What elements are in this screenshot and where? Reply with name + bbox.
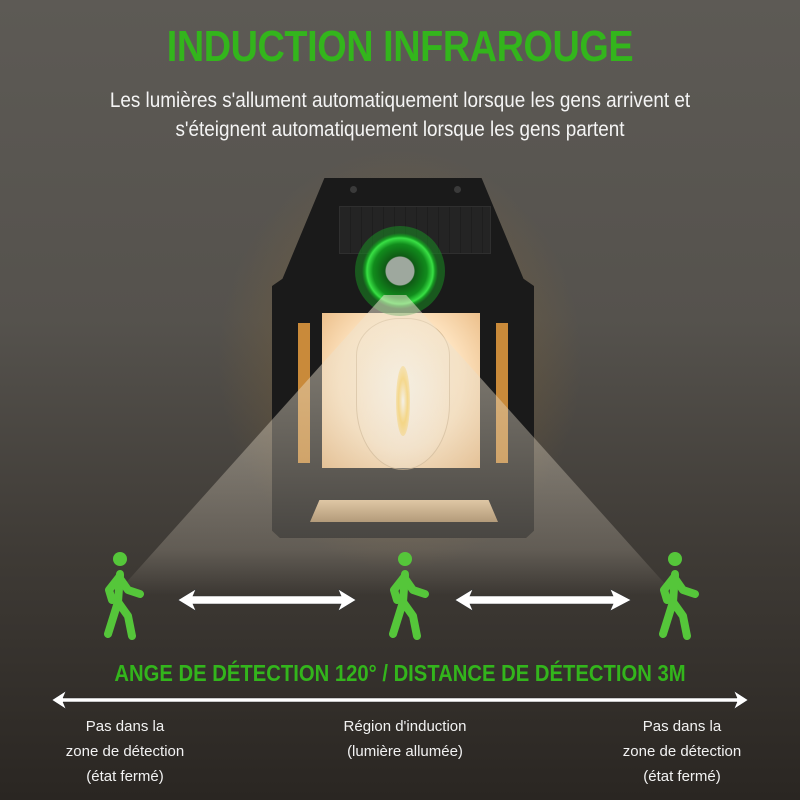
zone-line: (état fermé)	[643, 768, 721, 785]
zone-line: Région d'induction	[343, 718, 467, 735]
description-line-1: Les lumières s'allument automatiquement …	[109, 89, 691, 112]
person-walking-icon	[389, 552, 429, 640]
double-arrow-icon	[178, 589, 356, 611]
zone-line: (état fermé)	[86, 768, 164, 785]
double-arrow-icon	[455, 589, 631, 611]
zone-line: Pas dans la	[85, 718, 165, 735]
zone-induction: Région d'induction (lumière allumée)	[305, 714, 505, 764]
zone-line: (lumière allumée)	[347, 743, 463, 760]
page-title: INDUCTION INFRAROUGE	[166, 22, 634, 71]
lamp-bottom-plate	[310, 500, 498, 522]
zone-line: zone de détection	[65, 743, 185, 760]
screw-icon	[454, 186, 461, 193]
motion-sensor-icon	[355, 226, 445, 316]
side-glass-right	[496, 323, 508, 463]
solar-lamp-illustration	[272, 178, 534, 538]
zone-line: zone de détection	[622, 743, 742, 760]
zone-outside-left: Pas dans la zone de détection (état ferm…	[25, 714, 225, 789]
range-arrow-icon	[52, 690, 748, 710]
zone-line: Pas dans la	[642, 718, 722, 735]
description: Les lumières s'allument automatiquement …	[40, 86, 760, 144]
screw-icon	[350, 186, 357, 193]
description-line-2: s'éteignent automatiquement lorsque les …	[175, 118, 625, 141]
zone-outside-right: Pas dans la zone de détection (état ferm…	[582, 714, 782, 789]
person-walking-icon	[659, 552, 699, 640]
detection-caption: ANGE DE DÉTECTION 120° / DISTANCE DE DÉT…	[114, 660, 686, 686]
filament-glow	[396, 366, 410, 436]
side-glass-left	[298, 323, 310, 463]
person-walking-icon	[104, 552, 144, 640]
